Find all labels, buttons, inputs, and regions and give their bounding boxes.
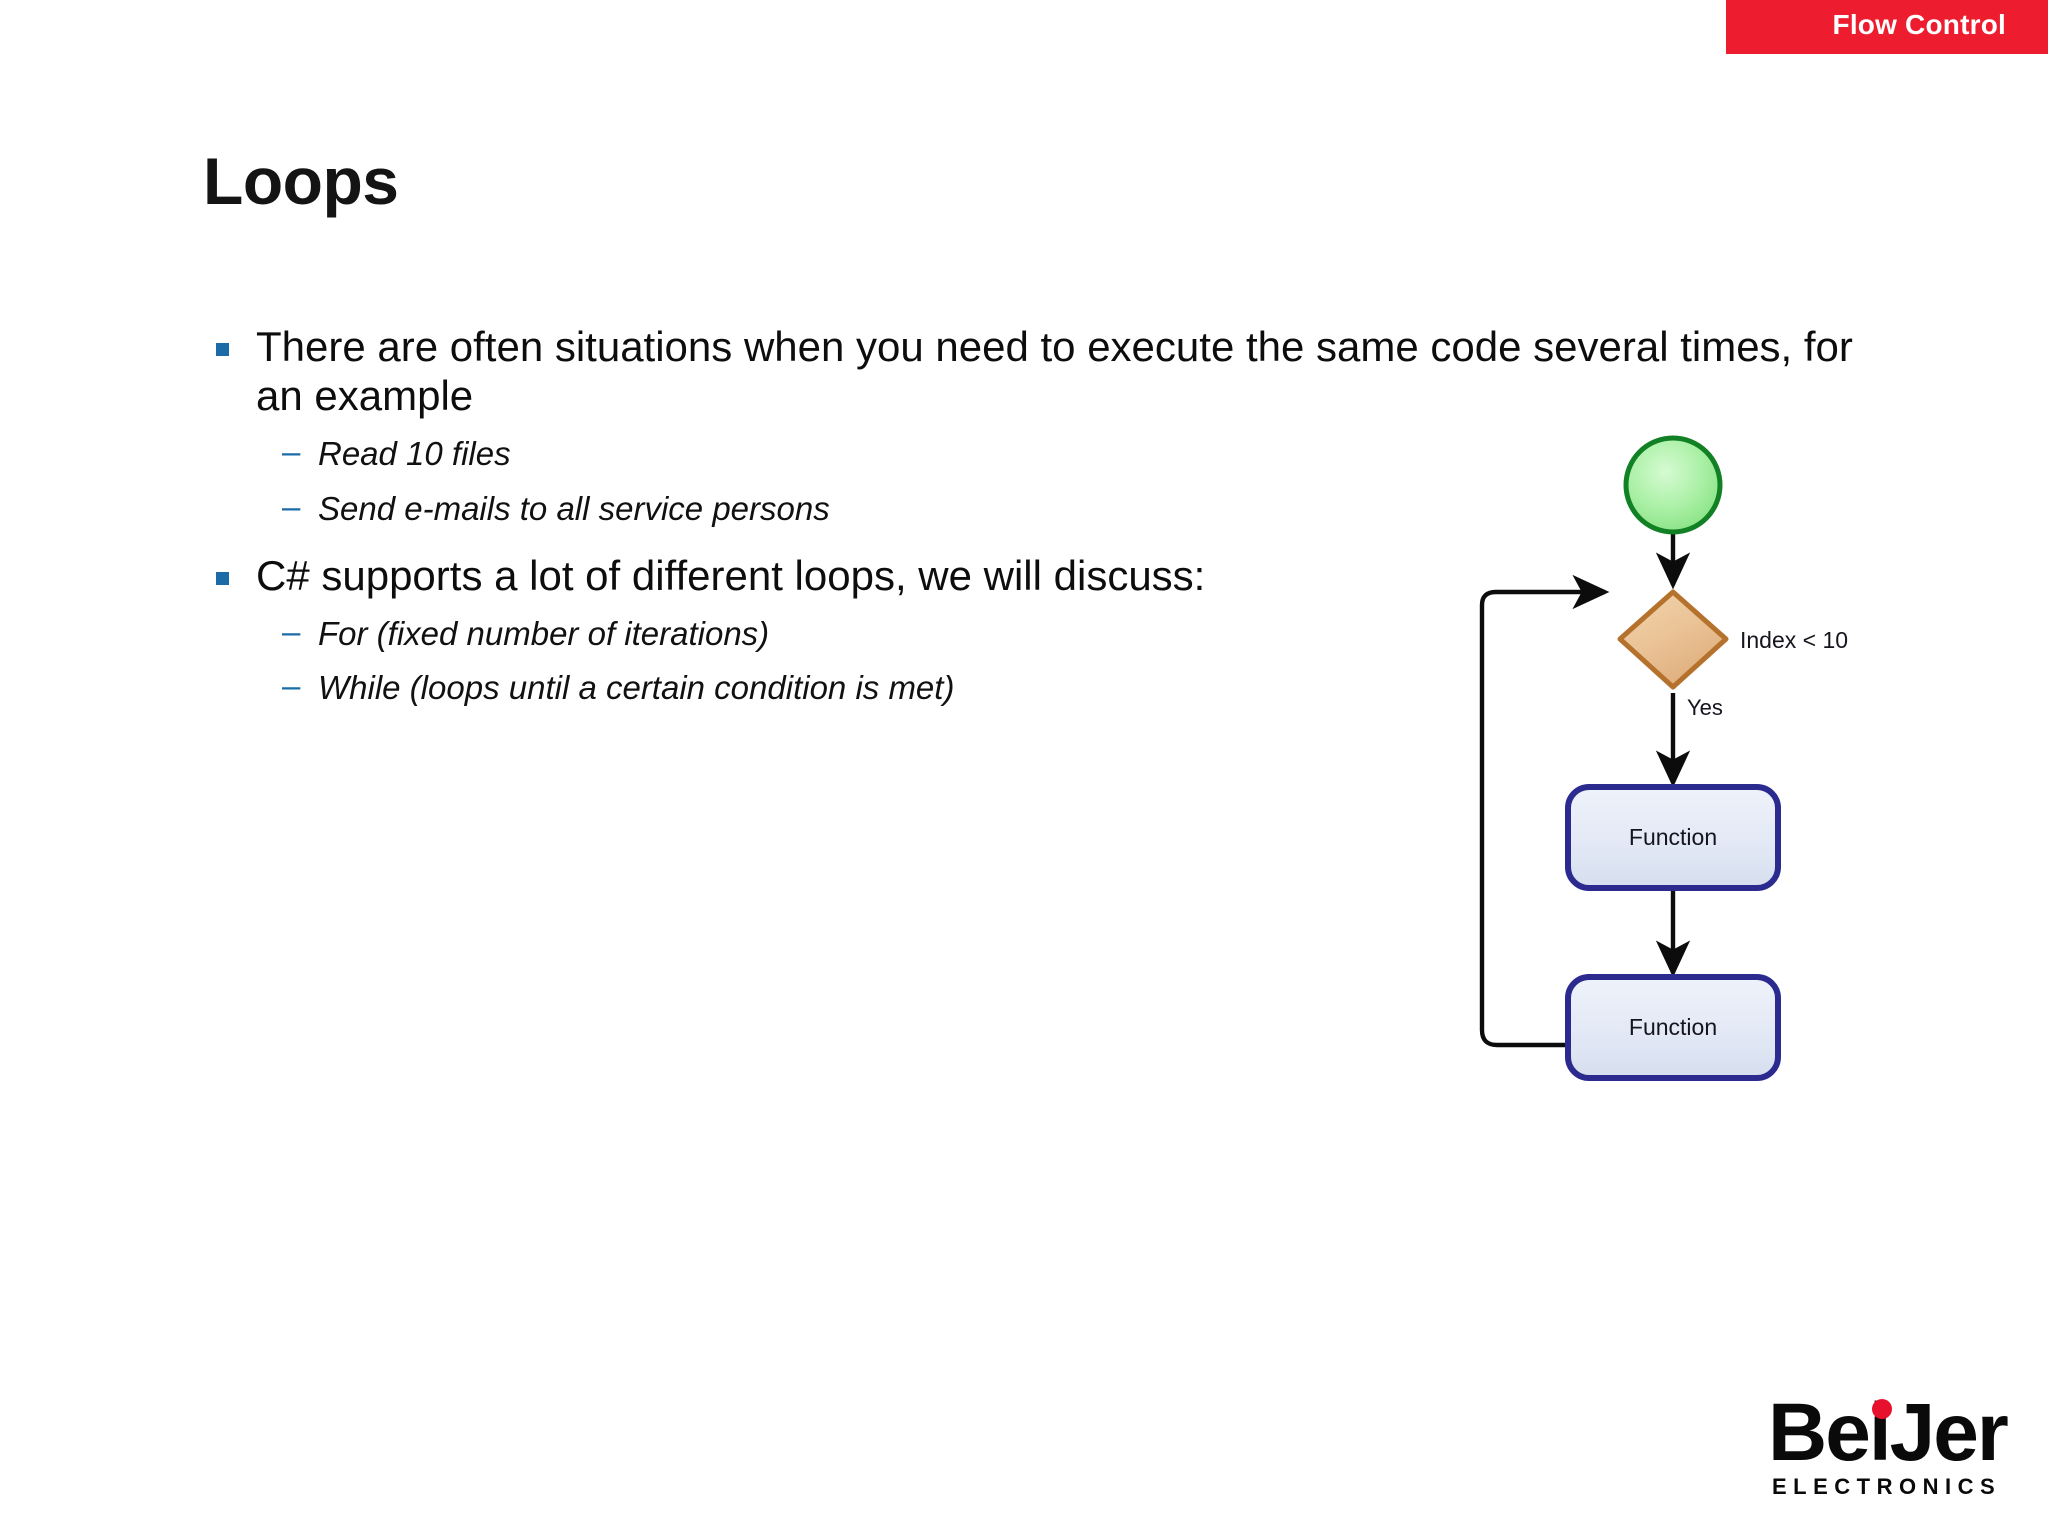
bullet-square-icon: [216, 571, 229, 585]
bullet-text: For (fixed number of iterations): [318, 614, 770, 652]
bullet-text: There are often situations when you need…: [256, 323, 1853, 420]
header-banner: Flow Control: [1726, 0, 2048, 54]
bullet-item-level2: – While (loops until a certain condition…: [210, 667, 1900, 708]
function1-label: Function: [1629, 824, 1717, 850]
bullet-list: There are often situations when you need…: [210, 322, 1900, 708]
function2-label: Function: [1629, 1014, 1717, 1040]
bullet-dash-icon: –: [282, 667, 301, 705]
logo-subtext: ELECTRONICS: [1772, 1474, 2002, 1499]
loop-flowchart-diagram: Index < 10 Yes Function Function: [1440, 415, 1940, 1115]
bullet-text: Read 10 files: [318, 435, 511, 473]
bullet-dash-icon: –: [282, 612, 301, 650]
flowchart-node-start: [1623, 435, 1723, 535]
edge-label-yes: Yes: [1687, 695, 1723, 720]
bullet-item-level1: C# supports a lot of different loops, we…: [210, 551, 1900, 600]
edge-function2-to-decision-loopback: [1479, 574, 1610, 1048]
bullet-item-level2: – For (fixed number of iterations): [210, 613, 1900, 654]
bullet-item-level2: – Send e-mails to all service persons: [210, 488, 1900, 529]
decision-label: Index < 10: [1740, 627, 1848, 653]
page-title: Loops: [203, 144, 399, 218]
bullet-text: C# supports a lot of different loops, we…: [256, 551, 1206, 599]
bullet-dash-icon: –: [282, 433, 301, 471]
bullet-text: While (loops until a certain condition i…: [318, 669, 955, 707]
flowchart-node-function2: [1565, 974, 1781, 1081]
logo-red-dot-icon: [1872, 1399, 1892, 1419]
flowchart-node-function1: [1565, 784, 1781, 891]
bullet-dash-icon: –: [282, 487, 301, 525]
bullet-text: Send e-mails to all service persons: [318, 489, 830, 527]
bullet-item-level2: – Read 10 files: [210, 433, 1900, 474]
brand-logo: BeiJer ELECTRONICS: [1768, 1392, 2009, 1504]
bullet-square-icon: [216, 343, 229, 356]
header-banner-label: Flow Control: [1832, 9, 2006, 40]
bullet-item-level1: There are often situations when you need…: [210, 322, 1900, 420]
flowchart-node-decision: [1617, 589, 1729, 690]
